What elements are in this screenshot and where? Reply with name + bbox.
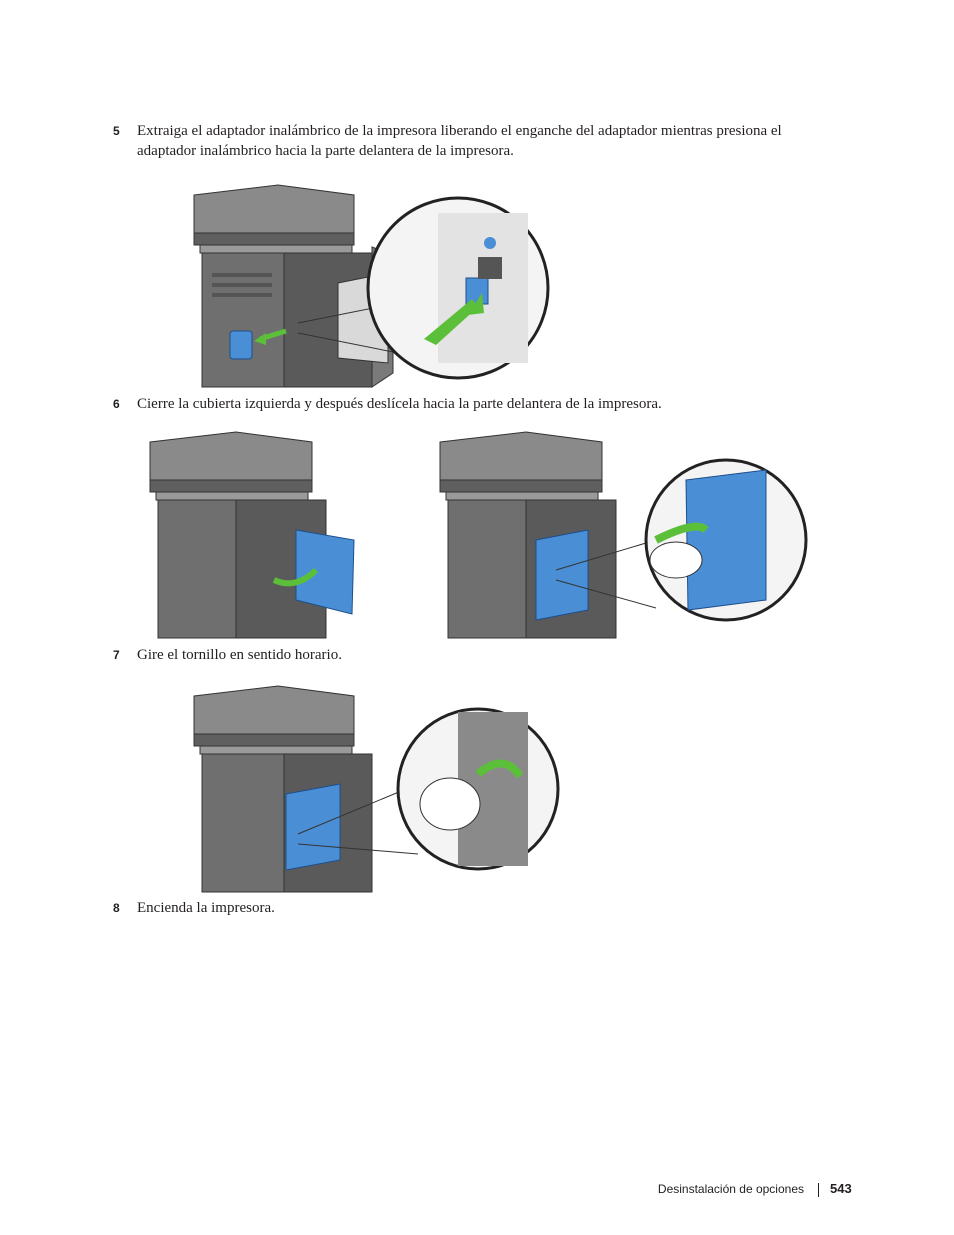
arrow-close <box>272 567 319 587</box>
arrow-clockwise <box>475 759 524 779</box>
step-number: 8 <box>113 901 120 915</box>
detail-zoom-circle <box>366 196 550 380</box>
side-cover <box>295 529 355 615</box>
step-text: Gire el tornillo en sentido horario. <box>137 647 342 663</box>
step-6: 6 Cierre la cubierta izquierda y después… <box>113 394 833 414</box>
figure-close-cover <box>149 431 355 639</box>
footer-separator <box>818 1183 819 1197</box>
step-text: Cierre la cubierta izquierda y después d… <box>137 396 662 412</box>
page-footer: Desinstalación de opciones 543 <box>0 1181 954 1201</box>
printer-illustration <box>193 184 394 388</box>
hand <box>649 541 703 579</box>
figure-remove-wireless-adapter <box>193 184 550 388</box>
step-number: 7 <box>113 648 120 662</box>
wireless-adapter <box>229 330 253 360</box>
detail-zoom-circle <box>644 458 808 622</box>
step-8: 8 Encienda la impresora. <box>113 898 833 918</box>
step-text: Extraiga el adaptador inalámbrico de la … <box>137 123 782 159</box>
step-5: 5 Extraiga el adaptador inalámbrico de l… <box>113 121 833 161</box>
detail-zoom-circle <box>396 707 560 871</box>
page-number: 543 <box>830 1181 852 1196</box>
step-number: 6 <box>113 397 120 411</box>
step-number: 5 <box>113 124 120 138</box>
arrow-slide <box>654 522 709 544</box>
hand <box>419 777 481 831</box>
figure-slide-cover <box>439 431 808 639</box>
step-text: Encienda la impresora. <box>137 900 275 916</box>
footer-section-title: Desinstalación de opciones <box>657 1182 804 1196</box>
step-7: 7 Gire el tornillo en sentido horario. <box>113 645 833 665</box>
figure-turn-screw <box>193 685 560 893</box>
